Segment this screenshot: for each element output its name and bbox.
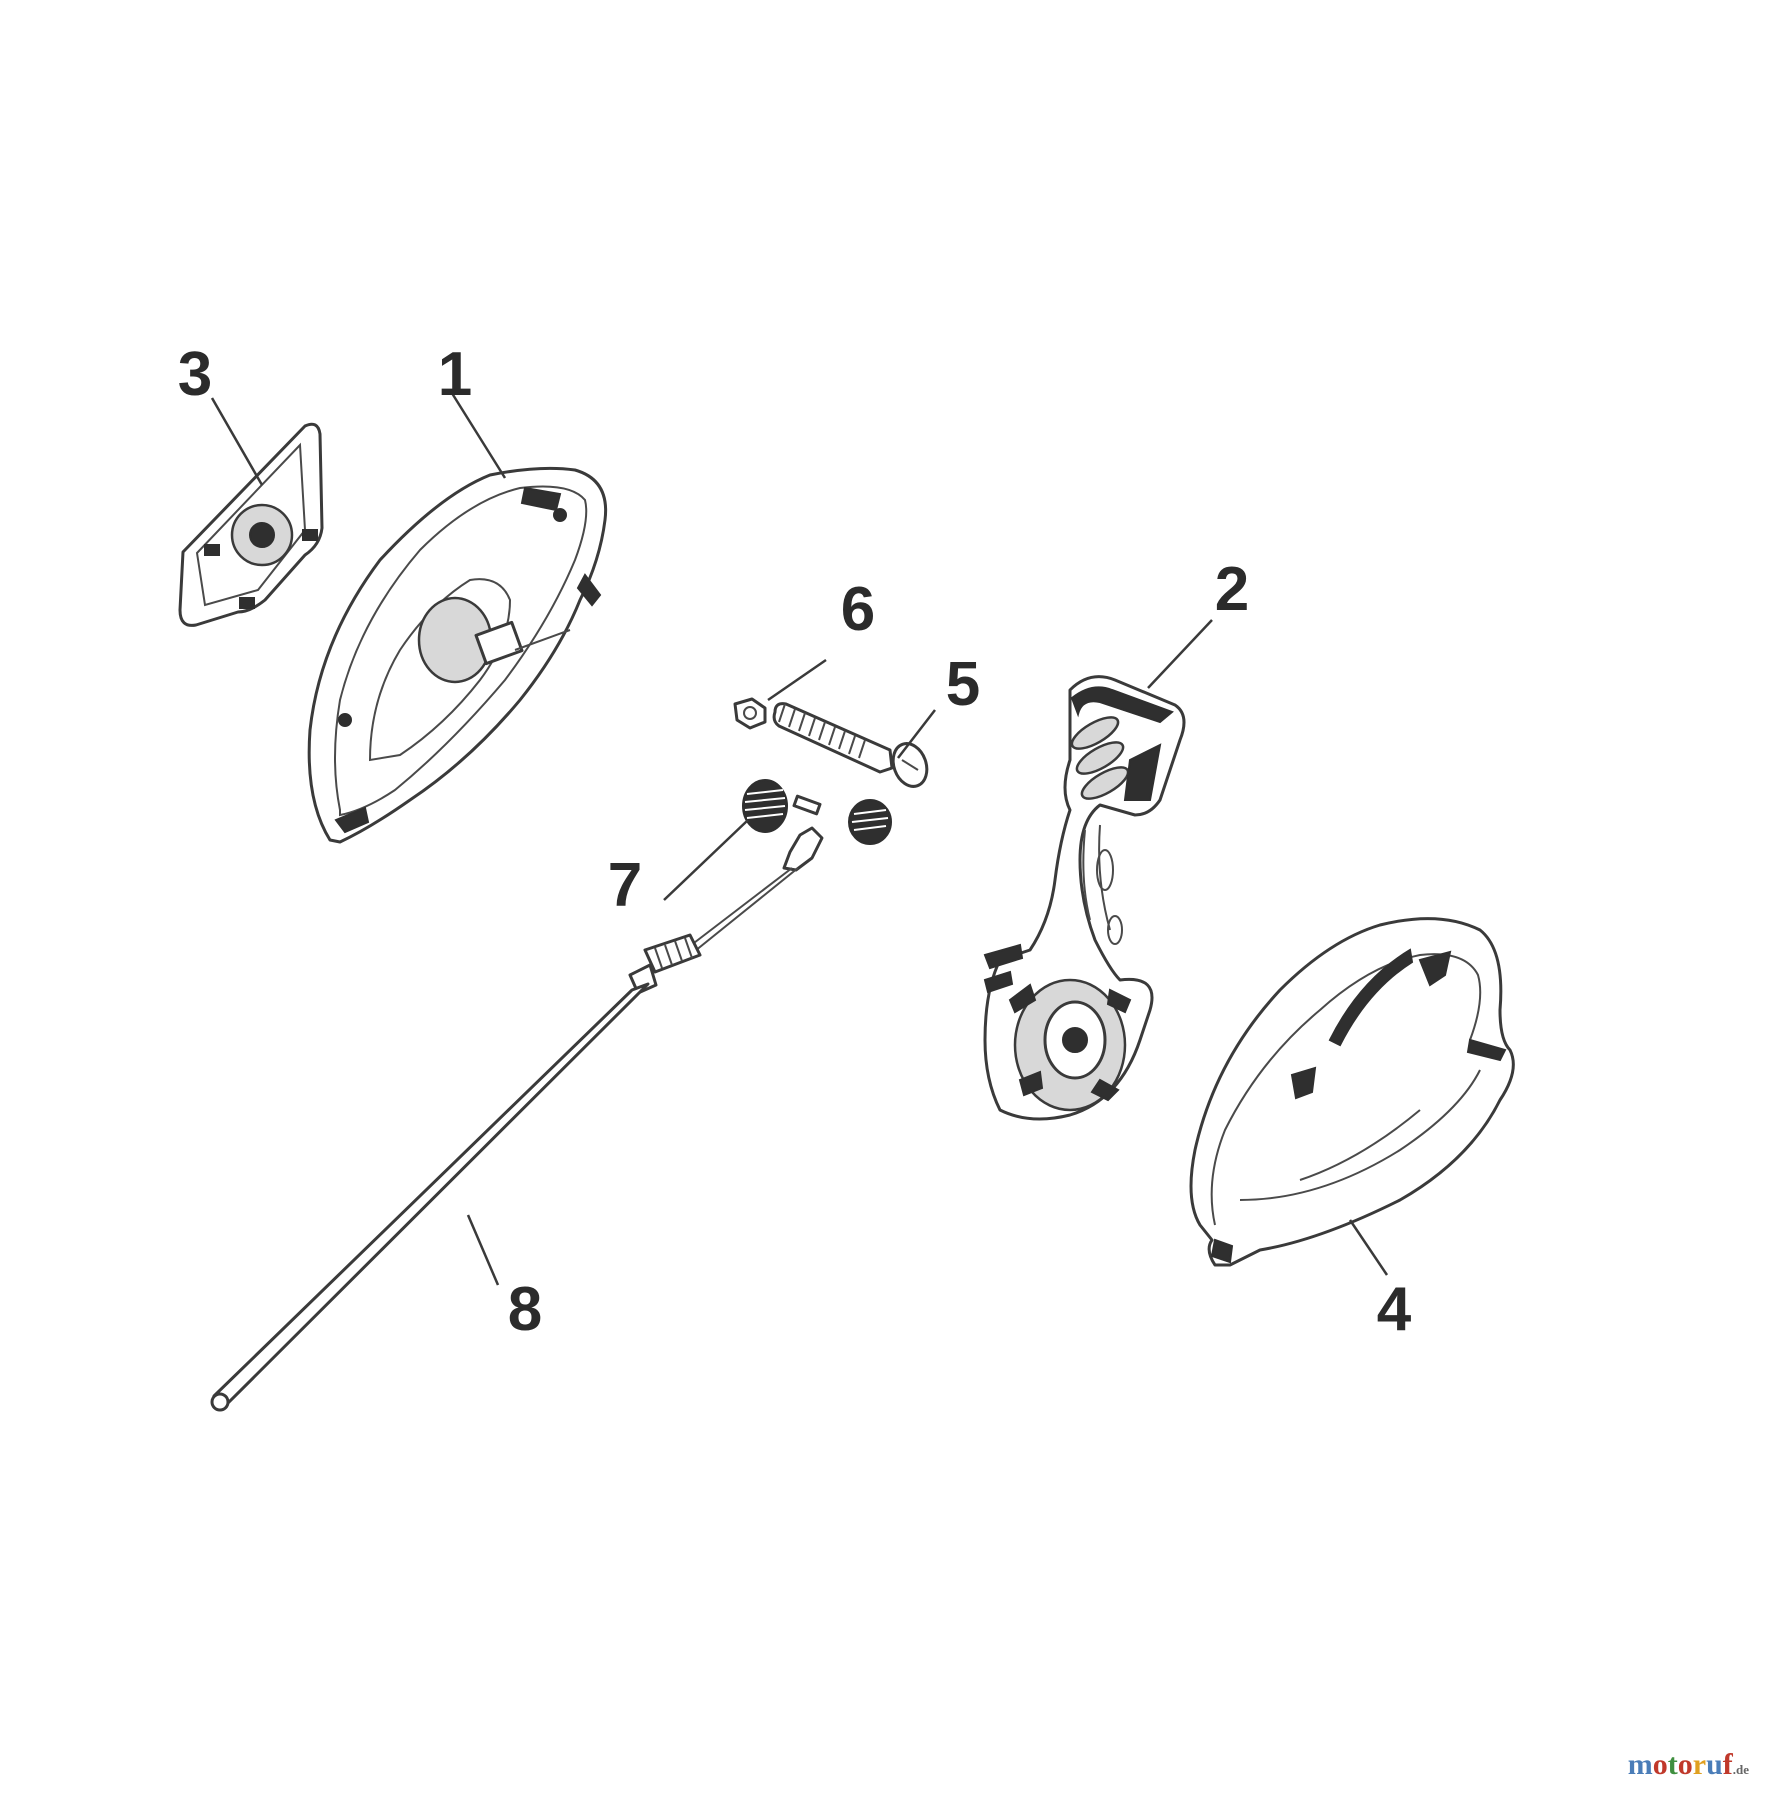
label-3: 3: [178, 340, 212, 409]
watermark-letter: f: [1722, 1748, 1733, 1781]
label-4: 4: [1377, 1275, 1412, 1344]
label-8: 8: [508, 1275, 542, 1344]
watermark-letter: u: [1706, 1748, 1723, 1781]
watermark-letter: o: [1652, 1748, 1668, 1781]
label-5: 5: [946, 650, 980, 719]
watermark-letter: t: [1667, 1748, 1678, 1781]
watermark-logo: motoruf.de: [1628, 1748, 1749, 1782]
watermark-letter: o: [1677, 1748, 1693, 1781]
part-1-housing: [307, 466, 608, 844]
part-7-springs: [742, 779, 892, 845]
label-7: 7: [608, 851, 642, 920]
part-2-lever: [983, 675, 1186, 1121]
callout-labels: 1 2 3 4 5 6 7 8: [178, 340, 1412, 1344]
part-6-nut: [733, 697, 767, 730]
label-6: 6: [841, 575, 875, 644]
part-3-cover-plate: [178, 422, 324, 627]
watermark-letter: m: [1627, 1748, 1653, 1781]
label-1: 1: [438, 340, 472, 409]
part-5-bolt: [772, 702, 929, 788]
watermark-suffix: .de: [1732, 1762, 1749, 1777]
part-4-housing: [1189, 917, 1515, 1267]
leader-lines: [210, 389, 1389, 1286]
watermark-letter: r: [1692, 1748, 1707, 1781]
part-8-cable: [210, 826, 824, 1412]
label-2: 2: [1215, 555, 1249, 624]
